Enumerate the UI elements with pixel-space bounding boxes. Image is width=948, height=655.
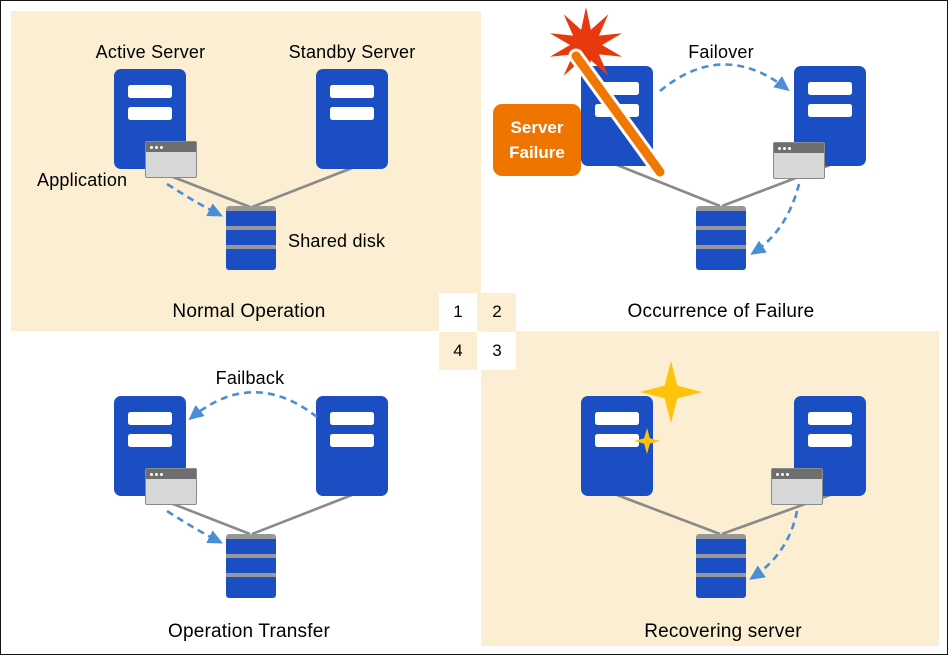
panel-recovering-server-bg bbox=[481, 331, 939, 646]
caption-occurrence-of-failure: Occurrence of Failure bbox=[627, 301, 815, 322]
application-window-icon-failure bbox=[773, 142, 825, 179]
caption-normal-operation: Normal Operation bbox=[172, 301, 326, 322]
connector-failed-to-disk bbox=[616, 163, 721, 208]
failover-label: Failover bbox=[688, 42, 754, 62]
server-icon-transfer-right bbox=[316, 396, 388, 496]
app-to-disk-arrow-failure bbox=[750, 183, 801, 255]
application-window-icon-transfer bbox=[145, 468, 197, 505]
shared-disk-icon-failure bbox=[696, 206, 746, 270]
failback-arc-arrow bbox=[188, 391, 318, 421]
step-number-4: 4 bbox=[439, 332, 477, 370]
shared-disk-label: Shared disk bbox=[288, 231, 386, 251]
step-number-1: 1 bbox=[439, 293, 477, 331]
failover-arc-arrow bbox=[659, 63, 790, 93]
server-icon-failed bbox=[581, 66, 653, 166]
application-window-icon-recovering bbox=[771, 468, 823, 505]
server-failure-badge: Server Failure bbox=[493, 104, 581, 176]
server-failure-badge-line1: Server bbox=[510, 117, 564, 137]
connector-transfer-right-to-disk bbox=[251, 493, 353, 536]
server-icon-recovered bbox=[581, 396, 653, 496]
shared-disk-icon-transfer bbox=[226, 534, 276, 598]
active-server-label: Active Server bbox=[95, 42, 206, 62]
caption-recovering-server: Recovering server bbox=[644, 621, 802, 642]
server-failure-badge-line2: Failure bbox=[509, 143, 565, 162]
application-window-icon-normal bbox=[145, 141, 197, 178]
app-to-disk-arrow-transfer bbox=[166, 509, 224, 544]
step-number-2: 2 bbox=[478, 293, 516, 331]
application-label: Application bbox=[37, 170, 128, 190]
caption-operation-transfer: Operation Transfer bbox=[167, 621, 330, 642]
shared-disk-icon-normal bbox=[226, 206, 276, 270]
server-icon-standby bbox=[316, 69, 388, 169]
failback-label: Failback bbox=[215, 368, 285, 388]
standby-server-label: Standby Server bbox=[288, 42, 416, 62]
step-number-3: 3 bbox=[478, 332, 516, 370]
shared-disk-icon-recovering bbox=[696, 534, 746, 598]
